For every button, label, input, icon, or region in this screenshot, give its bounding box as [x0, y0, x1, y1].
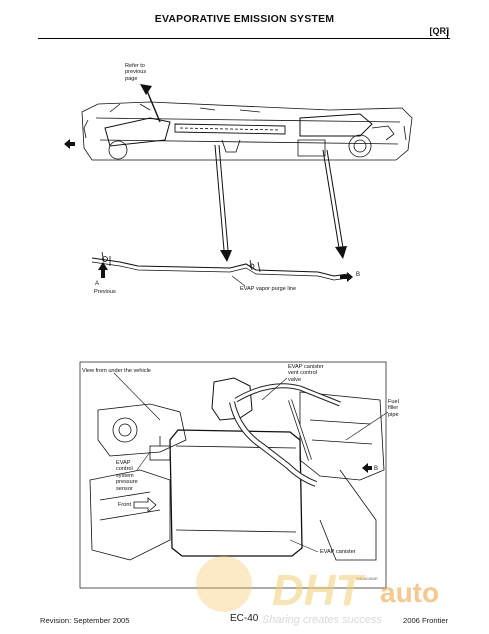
- label-b-top: B: [356, 272, 361, 278]
- leader-lines: [113, 372, 389, 553]
- pressure-sensor-label: EVAP control system pressure sensor: [116, 460, 138, 492]
- watermark-logo-circle: [196, 556, 252, 612]
- label-b-bottom: B: [374, 466, 379, 472]
- front-label: Front: [118, 502, 132, 508]
- refer-pointer: [140, 84, 161, 123]
- fuel-filler-pipe-label: Fuel filler pipe: [388, 399, 399, 418]
- arrow-b-top: [340, 272, 353, 282]
- section-tag: [QR]: [429, 26, 450, 36]
- watermark-word-dht: DHT: [272, 566, 363, 615]
- label-previous: Previous: [94, 289, 116, 295]
- purge-line-drawing: [91, 251, 349, 287]
- front-arrow: [133, 497, 157, 513]
- figure-code: WBIA0354E: [356, 576, 378, 581]
- watermark-word-auto: auto: [380, 577, 440, 608]
- canister-label: EVAP canister: [320, 549, 356, 555]
- footer-revision: Revision: September 2005: [40, 616, 130, 625]
- refer-previous-page-label: Refer to previous page: [125, 63, 147, 82]
- arrow-a: [98, 262, 108, 278]
- footer-model: 2006 Frontier: [403, 616, 449, 625]
- view-label: View from under the vehicle: [82, 368, 151, 374]
- label-a: A: [95, 281, 100, 287]
- arrow-b-bottom: [362, 463, 372, 473]
- callout-arrows: [214, 144, 347, 262]
- canister-detail-drawing: [79, 361, 387, 589]
- vehicle-underbody-drawing: [81, 101, 413, 161]
- vent-valve-label: EVAP canister vent control valve: [288, 364, 324, 383]
- purge-line-label: EVAP vapor purge line: [240, 286, 297, 292]
- footer-page-code: EC-40: [230, 613, 259, 624]
- watermark-tagline: Sharing creates success: [262, 614, 382, 626]
- direction-arrow-top: [64, 139, 75, 149]
- header-divider-tick: [447, 30, 448, 39]
- page-title: EVAPORATIVE EMISSION SYSTEM: [154, 13, 335, 25]
- header-divider: [38, 38, 450, 39]
